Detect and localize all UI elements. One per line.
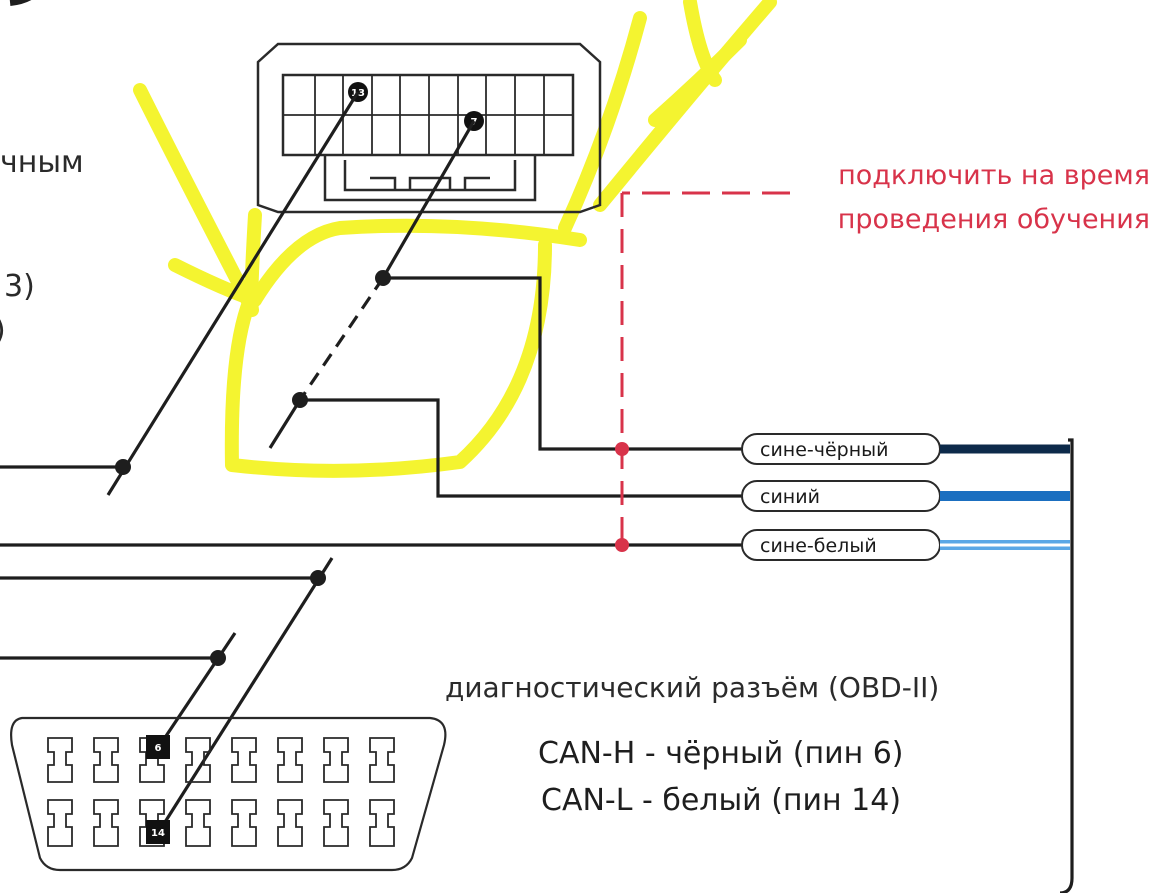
obd-connector	[10, 716, 447, 872]
note-line-1: подключить на время	[838, 160, 1150, 191]
obd-title: диагностический разъём (OBD-II)	[445, 671, 939, 704]
svg-text:сине-чёрный: сине-чёрный	[760, 439, 889, 461]
top-connector	[256, 42, 602, 214]
obd-pin-6-marker: 6	[146, 735, 170, 759]
svg-text:14: 14	[151, 828, 165, 839]
red-junction-lower	[615, 538, 629, 552]
red-junction-upper	[615, 442, 629, 456]
wire-label-blue-white: сине-белый	[741, 529, 941, 561]
svg-text:синий: синий	[760, 486, 820, 508]
note-line-2: проведения обучения	[838, 204, 1150, 235]
wire-label-blue: синий	[741, 480, 941, 512]
note-text-backdrop	[796, 160, 1156, 240]
svg-text:сине-белый: сине-белый	[760, 535, 877, 557]
svg-text:6: 6	[155, 743, 162, 754]
left-fragment-3: )	[0, 313, 6, 348]
left-fragment-2: 3)	[4, 269, 35, 304]
partial-circle-mark	[9, 0, 32, 6]
can-h-label: CAN-H - чёрный (пин 6)	[538, 736, 904, 771]
yellow-highlight-marks	[133, 0, 777, 478]
can-l-label: CAN-L - белый (пин 14)	[541, 783, 901, 818]
obd-pin-14-marker: 14	[146, 820, 170, 844]
left-fragment-1: чным	[0, 145, 84, 180]
wire-label-blue-black: сине-чёрный	[741, 433, 941, 465]
junction-dots	[115, 270, 391, 666]
